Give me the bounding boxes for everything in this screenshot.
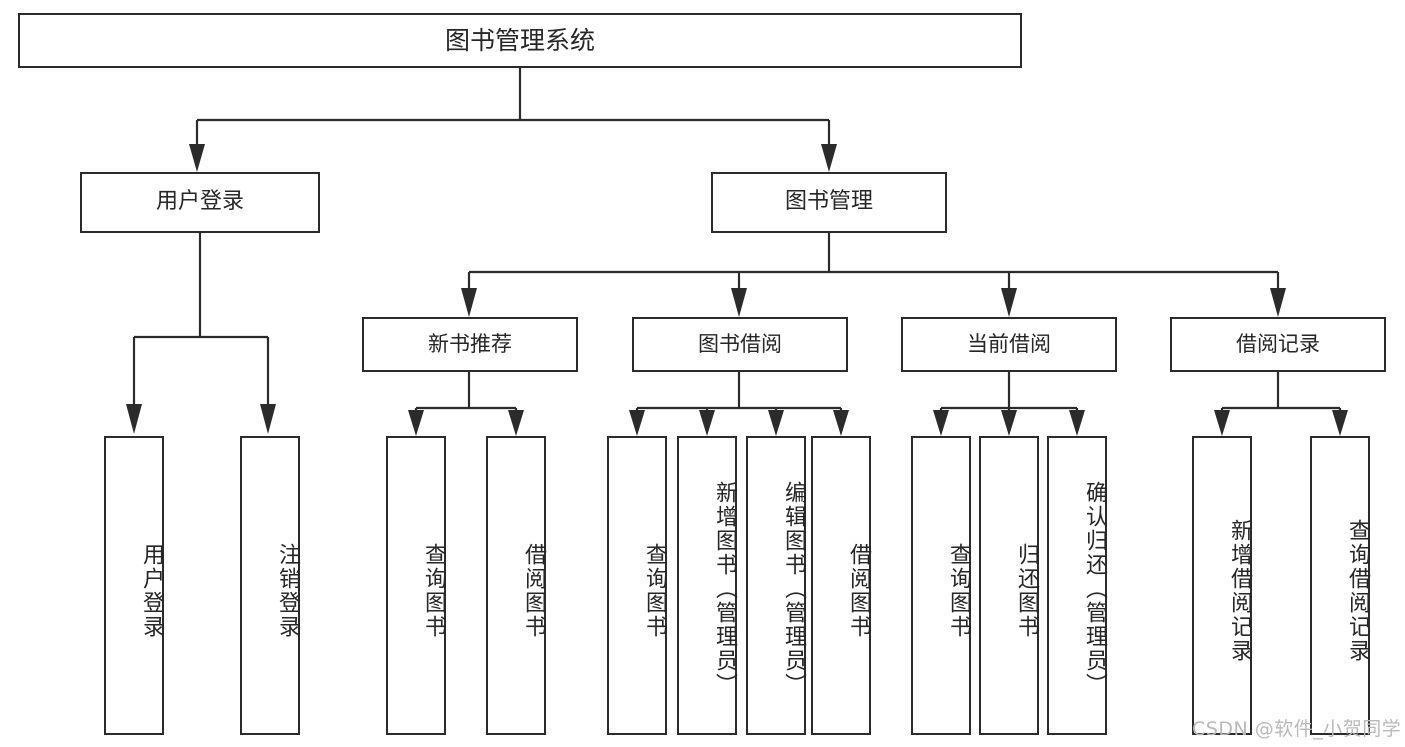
node-book-borrow[interactable]: 图书借阅 [632, 317, 848, 372]
leaf-user-login-logout[interactable]: 注销登录 [240, 436, 300, 735]
leaf-current-borrow-query[interactable]: 查询图书 [911, 436, 971, 735]
leaf-user-login-login[interactable]: 用户登录 [104, 436, 164, 735]
leaf-borrow-record-add[interactable]: 新增借阅记录 [1192, 436, 1252, 735]
leaf-current-borrow-confirm-return-admin[interactable]: 确认归还（管理员） [1047, 436, 1107, 735]
leaf-new-book-query[interactable]: 查询图书 [386, 436, 446, 735]
leaf-book-borrow-add-admin[interactable]: 新增图书（管理员） [677, 436, 737, 735]
node-new-book-recommend[interactable]: 新书推荐 [362, 317, 578, 372]
csdn-watermark: CSDN @软件_小贺同学 [1192, 718, 1402, 740]
node-book-management[interactable]: 图书管理 [711, 172, 947, 233]
leaf-book-borrow-query[interactable]: 查询图书 [607, 436, 667, 735]
leaf-book-borrow-edit-admin[interactable]: 编辑图书（管理员） [746, 436, 806, 735]
leaf-borrow-record-query[interactable]: 查询借阅记录 [1310, 436, 1370, 735]
node-current-borrow[interactable]: 当前借阅 [901, 317, 1117, 372]
leaf-new-book-borrow[interactable]: 借阅图书 [486, 436, 546, 735]
leaf-book-borrow-borrow[interactable]: 借阅图书 [811, 436, 871, 735]
node-user-login[interactable]: 用户登录 [80, 172, 320, 233]
node-borrow-record[interactable]: 借阅记录 [1170, 317, 1386, 372]
leaf-current-borrow-return[interactable]: 归还图书 [979, 436, 1039, 735]
node-root-system[interactable]: 图书管理系统 [18, 13, 1022, 68]
